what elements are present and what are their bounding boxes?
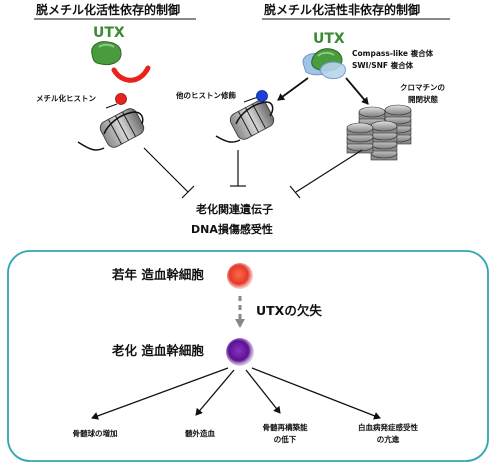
outcome-leukemia-line2: の亢進 xyxy=(376,435,400,444)
chromatin-state-label-1: クロマチンの xyxy=(400,83,445,92)
demethylase-activity-arc xyxy=(111,65,151,83)
compass-complex-label: Compass-like 複合体 xyxy=(352,49,434,58)
header-demethylase-dependent: 脱メチル化活性依存的制御 xyxy=(36,3,181,17)
inhibition-lines xyxy=(143,147,363,199)
utx-protein-left xyxy=(91,41,122,66)
old-hsc-cell xyxy=(226,338,254,366)
swisnf-complex-label: SWI/SNF 複合体 xyxy=(352,61,414,70)
methyl-mark-icon xyxy=(115,93,127,105)
young-hsc-cell xyxy=(227,263,253,289)
nucleosome-middle xyxy=(215,90,275,143)
outcome-reconstitution-line1: 骨髄再構築能 xyxy=(262,423,308,432)
other-histone-modification-label: 他のヒストン修飾 xyxy=(176,91,236,100)
arrow-to-other-histone xyxy=(277,77,309,101)
chromatin-stack xyxy=(346,104,412,161)
outcome-myeloid-increase: 骨髄球の増加 xyxy=(72,429,118,438)
chromatin-state-label-2: 開閉状態 xyxy=(408,95,438,104)
methylated-histone-label: メチル化ヒストン xyxy=(36,94,96,103)
old-hsc-label: 老化 造血幹細胞 xyxy=(112,343,204,358)
histone-modification-icon xyxy=(256,90,268,102)
arrow-to-chromatin xyxy=(345,77,369,105)
outcome-extramedullary: 髄外造血 xyxy=(185,429,215,438)
header-demethylase-independent: 脱メチル化活性非依存的制御 xyxy=(264,3,421,17)
utx-loss-label: UTXの欠失 xyxy=(256,303,322,318)
aging-genes-label: 老化関連遺伝子 xyxy=(196,203,273,216)
utx-protein-right xyxy=(302,48,346,80)
hsc-panel xyxy=(7,250,489,462)
utx-label-left: UTX xyxy=(93,25,125,41)
dna-damage-sensitivity-label: DNA損傷感受性 xyxy=(191,223,273,236)
utx-label-right: UTX xyxy=(313,31,345,47)
nucleosome-left xyxy=(77,93,145,151)
outcome-arrows xyxy=(91,367,381,420)
young-hsc-label: 若年 造血幹細胞 xyxy=(112,267,204,282)
outcome-leukemia-line1: 白血病発症感受性 xyxy=(358,423,418,432)
outcome-reconstitution-line2: の低下 xyxy=(273,435,297,444)
